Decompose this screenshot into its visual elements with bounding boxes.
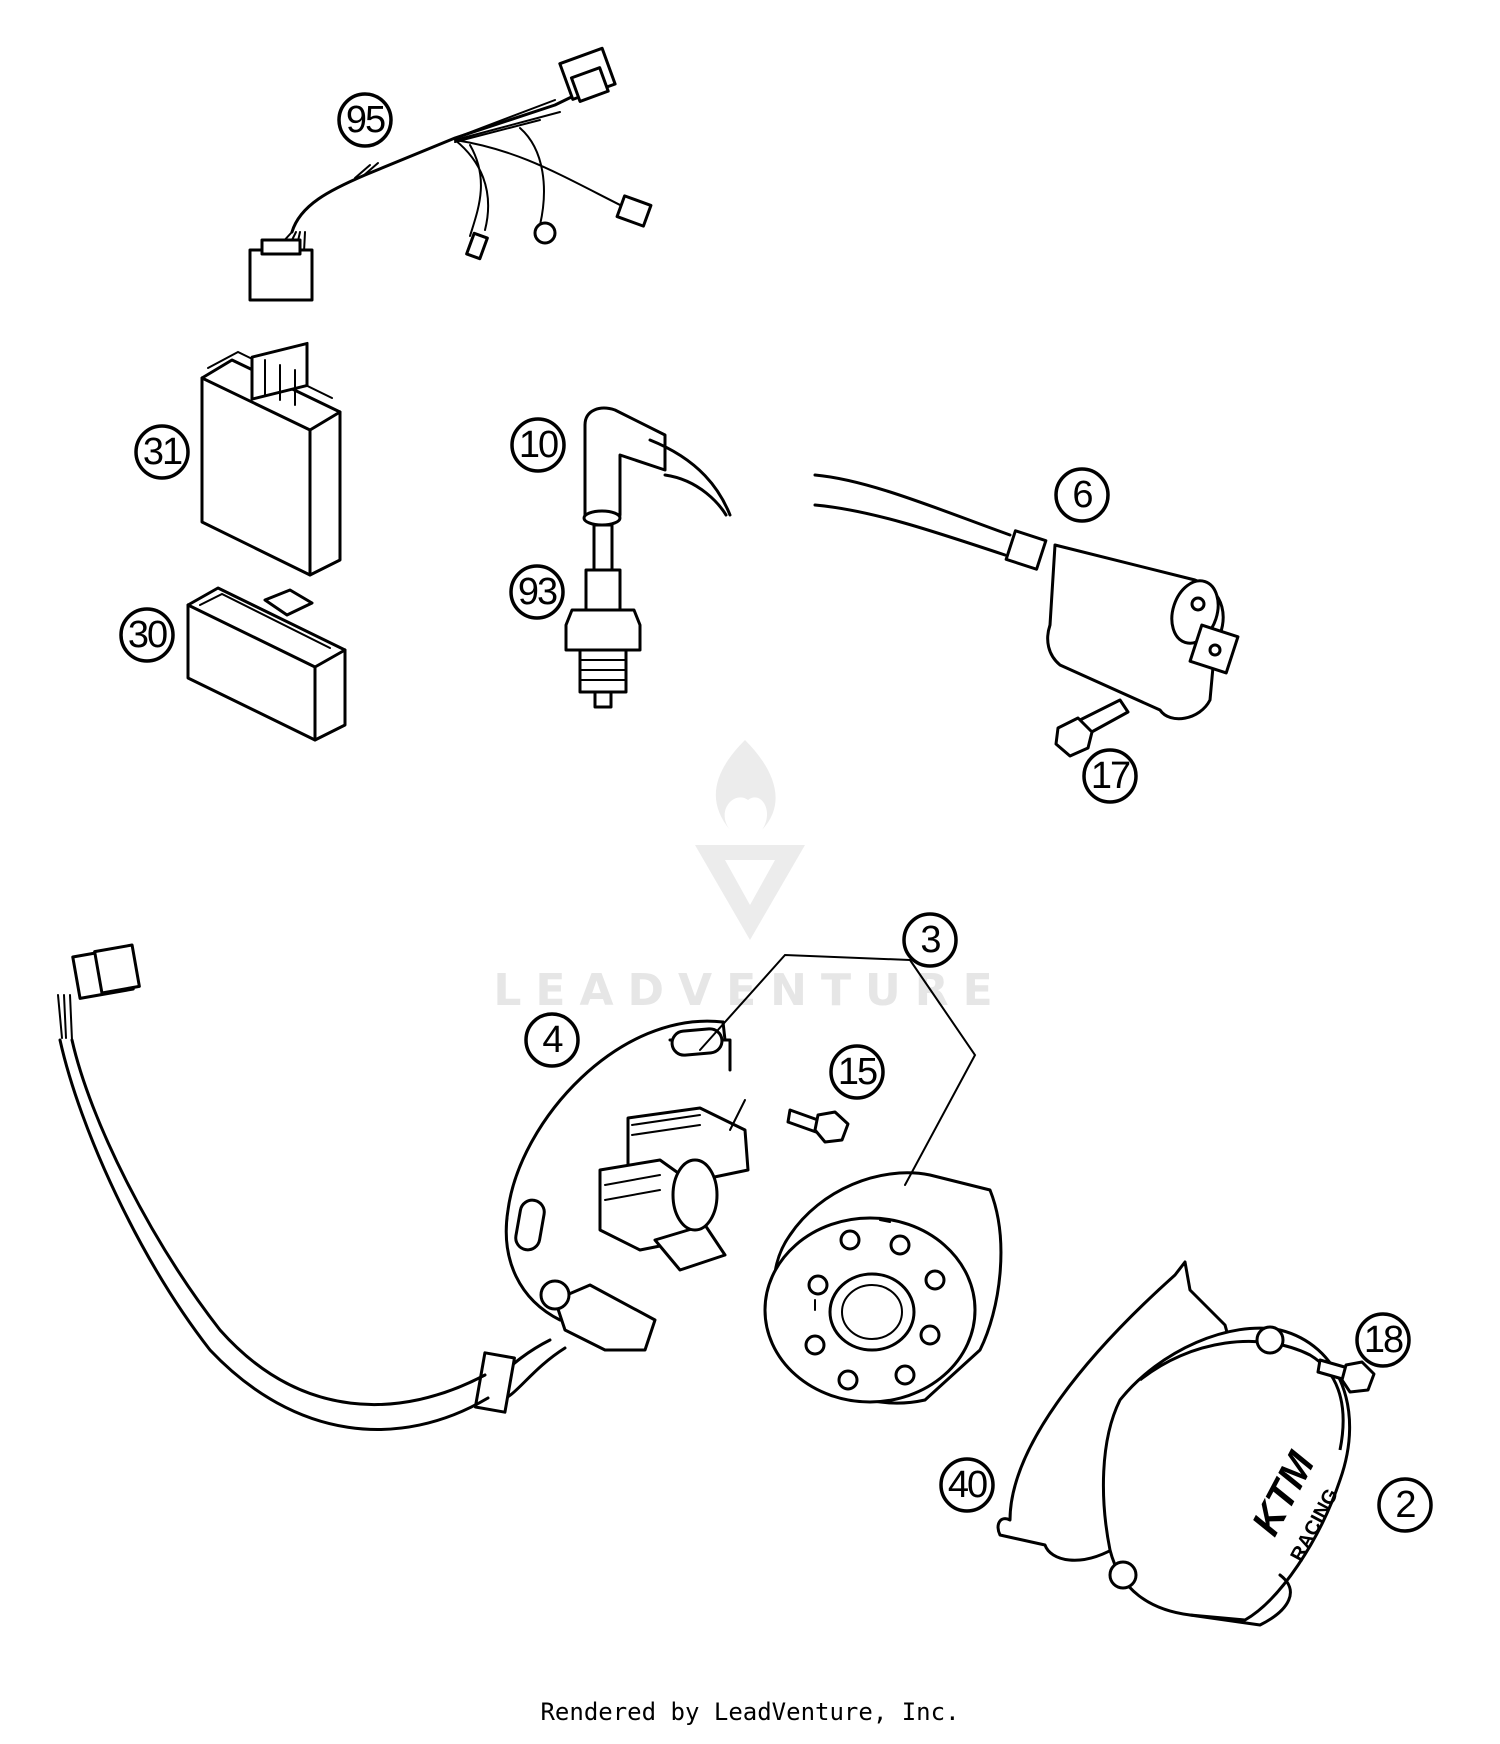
callout-30: 30 [119, 607, 175, 663]
svg-text:3: 3 [920, 919, 940, 961]
watermark-text: LEADVENTURE [493, 965, 1006, 1016]
watermark-v-icon [695, 845, 805, 940]
cdi-holder-30 [186, 586, 347, 742]
callout-18: 18 [1355, 1312, 1411, 1368]
callout-31: 31 [134, 424, 190, 480]
bolt-17 [1054, 698, 1130, 758]
svg-text:10: 10 [519, 424, 558, 466]
leader-lines-3 [699, 953, 977, 1186]
svg-text:18: 18 [1364, 1319, 1403, 1361]
svg-text:30: 30 [128, 614, 167, 656]
callout-6: 6 [1054, 467, 1110, 523]
stator-4 [57, 943, 750, 1431]
ignition-coil-6 [1004, 529, 1240, 721]
footer-credit: Rendered by LeadVenture, Inc. [540, 1698, 960, 1726]
spark-plug-cap-10 [582, 406, 1012, 557]
bolt-18 [1316, 1358, 1376, 1394]
stator-cover-2: KTM RACING [1101, 1325, 1352, 1627]
svg-text:4: 4 [542, 1019, 563, 1061]
svg-text:15: 15 [838, 1051, 877, 1093]
watermark: LEADVENTURE [493, 740, 1006, 1016]
callout-15: 15 [829, 1044, 885, 1100]
svg-text:6: 6 [1072, 474, 1092, 516]
bolt-15 [786, 1108, 850, 1144]
callouts: 95 31 30 10 93 6 17 3 4 15 18 40 2 [119, 92, 1433, 1533]
svg-text:93: 93 [518, 571, 557, 613]
watermark-flame-icon [715, 740, 776, 830]
callout-95: 95 [337, 92, 393, 148]
spark-plug-93 [564, 523, 642, 709]
svg-text:31: 31 [143, 431, 182, 473]
flywheel-rotor-3 [763, 1171, 1003, 1405]
svg-text:2: 2 [1395, 1484, 1415, 1526]
callout-93: 93 [509, 564, 565, 620]
callout-17: 17 [1082, 748, 1138, 804]
callout-2: 2 [1377, 1477, 1433, 1533]
callout-3: 3 [902, 912, 958, 968]
callout-40: 40 [939, 1457, 995, 1513]
svg-text:17: 17 [1091, 755, 1130, 797]
callout-10: 10 [510, 417, 566, 473]
callout-4: 4 [524, 1012, 580, 1068]
cdi-unit-31 [200, 341, 342, 577]
svg-text:40: 40 [948, 1464, 987, 1506]
svg-text:95: 95 [346, 99, 385, 141]
wiring-harness-95 [248, 46, 653, 302]
